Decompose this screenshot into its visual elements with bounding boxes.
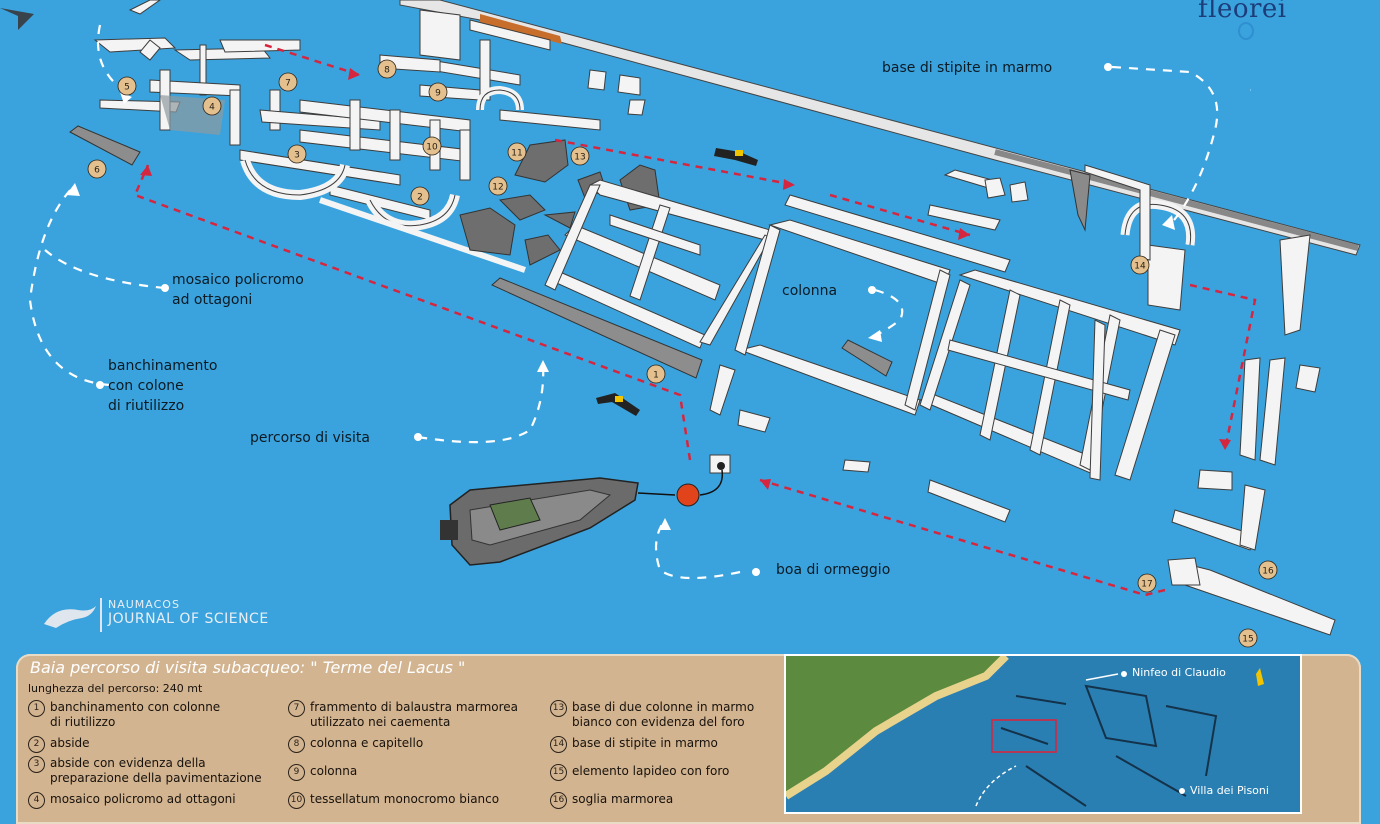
label-base-stipite: base di stipite in marmo xyxy=(882,60,1053,76)
legend-number: 4 xyxy=(28,792,45,809)
site-marker-17: 17 xyxy=(1137,573,1157,593)
legend-text: mosaico policromo ad ottagoni xyxy=(50,792,236,806)
site-marker-label: 15 xyxy=(1242,635,1253,645)
legend-text: tessellatum monocromo bianco xyxy=(310,792,500,806)
site-marker-7: 7 xyxy=(278,72,298,92)
site-marker-10: 10 xyxy=(422,136,442,156)
site-marker-16: 16 xyxy=(1258,560,1278,580)
inset-label-ninfeo: Ninfeo di Claudio xyxy=(1132,666,1226,679)
locator-inset-map: Ninfeo di Claudio Villa dei Pisoni xyxy=(784,654,1302,814)
label-banch-2: con colone xyxy=(108,378,184,394)
label-mosaico-2: ad ottagoni xyxy=(172,292,253,308)
long-wall xyxy=(399,0,1361,256)
site-marker-13: 13 xyxy=(570,146,590,166)
site-marker-1: 1 xyxy=(646,364,666,384)
site-marker-label: 14 xyxy=(1134,262,1146,272)
brand-mark-icon xyxy=(1238,22,1254,40)
visit-route xyxy=(133,43,1257,597)
site-marker-label: 5 xyxy=(124,83,130,93)
legend-number: 13 xyxy=(550,700,567,717)
label-banch-3: di riutilizzo xyxy=(108,398,185,414)
north-arrow-icon xyxy=(0,8,34,30)
label-percorso: percorso di visita xyxy=(250,430,370,446)
inset-label-villa: Villa dei Pisoni xyxy=(1190,784,1269,797)
site-marker-label: 7 xyxy=(285,79,291,89)
label-boa: boa di ormeggio xyxy=(776,562,891,578)
structures-middle xyxy=(544,179,1336,636)
site-marker-15: 15 xyxy=(1238,628,1258,648)
legend-text: abside xyxy=(50,736,90,750)
journal-logo: NAUMACOS JOURNAL OF SCIENCE xyxy=(42,598,272,634)
label-colonna: colonna xyxy=(782,283,838,299)
site-marker-label: 12 xyxy=(492,183,503,193)
legend-text: soglia marmorea xyxy=(572,792,674,806)
legend-number: 7 xyxy=(288,700,305,717)
label-banch-1: banchinamento xyxy=(108,358,218,374)
site-marker-label: 13 xyxy=(574,153,585,163)
diver-icon xyxy=(596,393,640,416)
legend-number: 1 xyxy=(28,700,45,717)
broken-jamb xyxy=(1069,169,1091,232)
site-marker-12: 12 xyxy=(488,176,508,196)
dolphin-icon xyxy=(44,606,96,628)
site-marker-label: 1 xyxy=(653,371,659,381)
site-marker-9: 9 xyxy=(428,82,448,102)
legend-number: 8 xyxy=(288,736,305,753)
structures-left xyxy=(93,0,601,221)
site-marker-label: 3 xyxy=(294,151,300,161)
legend-text: colonna e capitello xyxy=(310,736,424,750)
rocks xyxy=(459,139,661,266)
site-marker-label: 8 xyxy=(384,66,390,76)
legend-text: base di stipite in marmo xyxy=(572,736,718,750)
columns xyxy=(69,125,893,379)
site-marker-5: 5 xyxy=(117,76,137,96)
site-marker-14: 14 xyxy=(1130,255,1150,275)
site-marker-label: 9 xyxy=(435,89,441,99)
site-marker-6: 6 xyxy=(87,159,107,179)
legend-text: elemento lapideo con foro xyxy=(572,764,730,778)
route-length: lunghezza del percorso: 240 mt xyxy=(28,682,203,695)
site-marker-3: 3 xyxy=(287,144,307,164)
journal-line-1: NAUMACOS xyxy=(108,598,180,611)
legend-number: 9 xyxy=(288,764,305,781)
legend-number: 10 xyxy=(288,792,305,809)
legend-number: 14 xyxy=(550,736,567,753)
mooring-buoy xyxy=(676,483,700,507)
journal-line-2: JOURNAL OF SCIENCE xyxy=(108,611,269,627)
inset-drawing xyxy=(786,656,1264,807)
site-marker-4: 4 xyxy=(202,96,222,116)
site-marker-11: 11 xyxy=(507,142,527,162)
panel-title: Baia percorso di visita subacqueo: " Ter… xyxy=(30,658,466,677)
diver-icon xyxy=(1256,668,1264,686)
site-marker-8: 8 xyxy=(377,59,397,79)
site-marker-label: 10 xyxy=(426,143,438,153)
site-marker-label: 17 xyxy=(1141,580,1152,590)
legend-number: 2 xyxy=(28,736,45,753)
site-marker-label: 6 xyxy=(94,166,100,176)
label-mosaico-1: mosaico policromo xyxy=(172,272,304,288)
diver-icon xyxy=(714,148,758,166)
boat xyxy=(440,477,639,566)
site-marker-label: 4 xyxy=(209,103,215,113)
site-marker-label: 16 xyxy=(1262,567,1274,577)
legend-text: colonna xyxy=(310,764,358,778)
site-marker-label: 11 xyxy=(511,149,522,159)
site-marker-label: 2 xyxy=(417,193,423,203)
legend-number: 15 xyxy=(550,764,567,781)
legend-number: 3 xyxy=(28,756,45,773)
legend-number: 16 xyxy=(550,792,567,809)
site-marker-2: 2 xyxy=(410,186,430,206)
brand-logo: fleorei xyxy=(1198,0,1287,24)
